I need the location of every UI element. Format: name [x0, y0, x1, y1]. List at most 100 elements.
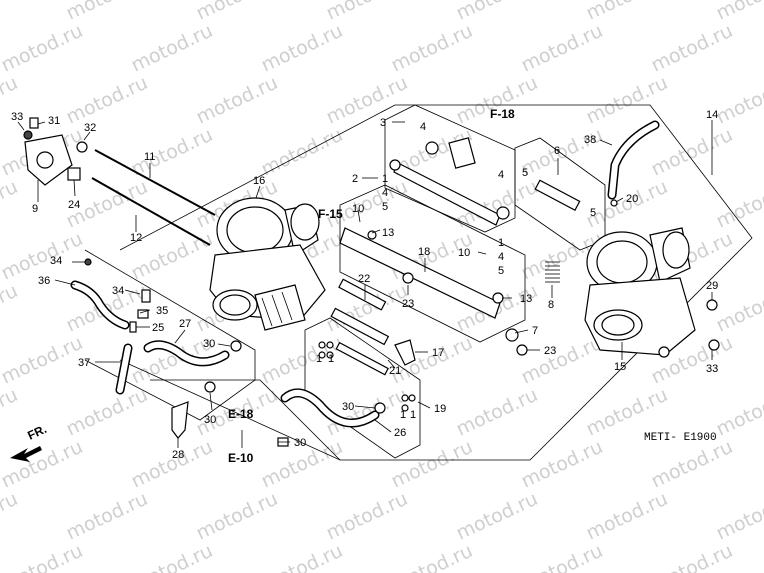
callout-1: 1 — [382, 173, 388, 185]
watermark-text: motod.ru — [388, 332, 476, 389]
fuel-tee-3 — [448, 137, 476, 169]
callout-8: 8 — [548, 299, 554, 311]
callout-33: 33 — [706, 363, 718, 375]
callout-34: 34 — [112, 285, 124, 297]
callout-25: 25 — [152, 322, 164, 334]
callout-4: 4 — [498, 169, 504, 181]
watermark-text: motod.ru — [258, 20, 346, 77]
pin-part-21 — [330, 307, 390, 346]
watermark-text: motod.ru — [518, 332, 606, 389]
watermark-text: motod.ru — [0, 436, 86, 493]
front-direction-label: FR. — [25, 422, 48, 443]
watermark-text: motod.ru — [518, 540, 606, 573]
watermark-text: motod.ru — [583, 488, 671, 545]
watermark-text: motod.ru — [128, 20, 216, 77]
callout-31: 31 — [48, 115, 60, 127]
callout-10: 10 — [458, 247, 470, 259]
callout-1: 1 — [498, 237, 504, 249]
callouts: 33 31 32 9 24 11 12 16 34 36 34 35 25 37… — [11, 109, 718, 461]
callout-1: 1 — [316, 353, 322, 365]
callout-27: 27 — [179, 318, 191, 330]
callout-34: 34 — [50, 255, 62, 267]
watermark-text: motod.ru — [453, 384, 541, 441]
ref-label-e18: E-18 — [228, 407, 254, 421]
watermark-text: motod.ru — [128, 124, 216, 181]
leader-lines — [17, 120, 713, 448]
watermark-text: motod.ru — [128, 436, 216, 493]
callout-2: 2 — [352, 173, 358, 185]
watermark-text: motod.ru — [0, 280, 21, 337]
clamp-part-28 — [171, 401, 189, 439]
callout-5: 5 — [498, 265, 504, 277]
callout-13: 13 — [382, 227, 394, 239]
callout-11: 11 — [144, 151, 155, 163]
callout-16: 16 — [253, 175, 265, 187]
callout-14: 14 — [706, 109, 718, 121]
callout-38: 38 — [584, 134, 596, 146]
watermark-text: motod.ru — [63, 72, 151, 129]
callout-28: 28 — [172, 449, 184, 461]
callout-4: 4 — [420, 121, 426, 133]
callout-30: 30 — [294, 437, 306, 449]
watermark-text: motod.ru — [648, 436, 736, 493]
watermark-text: motod.ru — [0, 332, 86, 389]
fuel-rail-18 — [339, 227, 501, 319]
left-carburetor — [209, 197, 326, 331]
watermark-text: motod.ru — [453, 488, 541, 545]
callout-20: 20 — [626, 193, 638, 205]
callout-18: 18 — [418, 246, 430, 258]
watermark-text: motod.ru — [193, 488, 281, 545]
callout-9: 9 — [32, 203, 38, 215]
watermark-text: motod.ru — [388, 436, 476, 493]
watermark-text: motod.ru — [388, 20, 476, 77]
callout-5: 5 — [590, 207, 596, 219]
pulley-cover-part — [23, 117, 88, 186]
right-carburetor — [584, 227, 696, 358]
callout-6: 6 — [554, 145, 560, 157]
watermark-text: motod.ru — [323, 176, 411, 233]
callout-23: 23 — [402, 298, 414, 310]
watermark-text: motod.ru — [0, 176, 21, 233]
watermark-text: motod.ru — [713, 488, 764, 545]
callout-4: 4 — [498, 251, 504, 263]
lever-part-17 — [394, 339, 416, 366]
watermark-text: motod.ru — [0, 488, 21, 545]
group-box-18 — [339, 184, 526, 343]
callout-13: 13 — [520, 293, 532, 305]
callout-29: 29 — [706, 280, 718, 292]
callout-4: 4 — [382, 187, 388, 199]
group-box-3 — [384, 104, 516, 233]
callout-23: 23 — [544, 345, 556, 357]
watermark-text: motod.ru — [0, 20, 86, 77]
callout-3: 3 — [380, 117, 386, 129]
watermark-text: motod.ru — [713, 0, 764, 25]
callout-32: 32 — [84, 122, 96, 134]
watermark-text: motod.ru — [713, 72, 764, 129]
callout-12: 12 — [130, 232, 142, 244]
watermark-text: motod.ru — [0, 384, 21, 441]
callout-19: 19 — [434, 403, 446, 415]
callout-5: 5 — [522, 167, 528, 179]
watermark-text: motod.ru — [713, 176, 764, 233]
watermark-text: motod.ru — [63, 488, 151, 545]
watermark-text: motod.ru — [648, 20, 736, 77]
callout-15: 15 — [614, 361, 626, 373]
callout-1: 1 — [410, 409, 416, 421]
watermark-text: motod.ru — [518, 436, 606, 493]
callout-1: 1 — [328, 353, 334, 365]
callout-26: 26 — [394, 427, 406, 439]
pin-part-22 — [338, 278, 387, 311]
watermark-text: motod.ru — [648, 124, 736, 181]
callout-30: 30 — [203, 338, 215, 350]
callout-36: 36 — [38, 275, 50, 287]
rod-part-11 — [94, 149, 216, 216]
watermark-text: motod.ru — [518, 124, 606, 181]
callout-17: 17 — [432, 347, 444, 359]
callout-5: 5 — [382, 201, 388, 213]
watermark-text: motod.ru — [193, 72, 281, 129]
ref-label-f15: F-15 — [318, 207, 343, 221]
watermark-text: motod.ru — [258, 124, 346, 181]
watermark-text: motod.ru — [0, 0, 21, 25]
ref-label-f18: F-18 — [490, 107, 515, 121]
